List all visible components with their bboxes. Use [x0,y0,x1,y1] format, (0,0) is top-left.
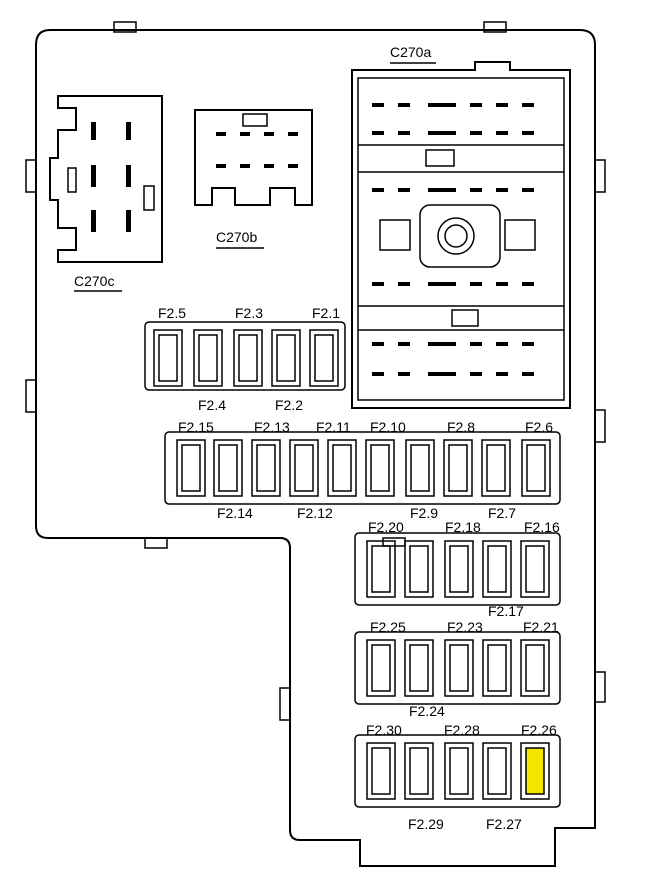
fuse-body-f2-30 [371,747,391,795]
fuse-body-f2-4 [198,334,218,382]
fuse-label-f2-17: F2.17 [488,603,524,619]
fuse-label-f2-18: F2.18 [445,519,481,535]
fuse-body-f2-16 [525,545,545,593]
connector-c270b: C270b [194,109,313,249]
fuse-body-f2-22 [487,644,507,692]
fuse-label-f2-3: F2.3 [235,305,263,321]
fuse-f2-25: F2.25 [366,619,406,697]
fuse-f2-6: F2.6 [521,419,553,497]
fuse-f2-16: F2.16 [520,519,560,598]
fuse-f2-20: F2.20 [366,519,404,598]
fuse-f2-11: F2.11 [316,419,357,497]
fuse-body-f2-24 [409,644,429,692]
fuse-body-f2-17 [487,545,507,593]
connector-c270c: C270c [49,95,163,292]
fuse-f2-28: F2.28 [444,722,480,800]
fuse-body-f2-19 [409,545,429,593]
fuse-body-f2-21 [525,644,545,692]
fuse-body-f2-28 [449,747,469,795]
fuse-f2-9: F2.9 [405,439,438,521]
fuse-body-f2-23 [449,644,469,692]
fuse-body-f2-8 [448,444,468,492]
fuse-body-f2-29 [409,747,429,795]
fuse-label-f2-16: F2.16 [524,519,560,535]
fuse-f2-12: F2.12 [289,439,333,521]
fuse-label-f2-24: F2.24 [409,703,445,719]
fuse-f2-14: F2.14 [213,439,253,521]
fuse-label-f2-1: F2.1 [312,305,340,321]
fuse-label-f2-12: F2.12 [297,505,333,521]
fuse-f2-2: F2.2 [271,329,303,413]
fuse-label-f2-4: F2.4 [198,397,226,413]
fuse-label-f2-26: F2.26 [521,722,557,738]
fuse-body-f2-15 [181,444,201,492]
fuse-body-f2-11 [332,444,352,492]
c270c-label: C270c [74,273,114,289]
fuse-label-f2-9: F2.9 [410,505,438,521]
fuse-label-f2-29: F2.29 [408,816,444,832]
fuse-label-f2-21: F2.21 [523,619,559,635]
connector-c270a: C270a [351,44,571,409]
fuse-body-f2-12 [294,444,314,492]
fuse-f2-1: F2.1 [309,305,340,387]
fuse-label-f2-13: F2.13 [254,419,290,435]
fuse-f2-30: F2.30 [366,722,402,800]
fuse-label-f2-25: F2.25 [370,619,406,635]
fuse-body-f2-14 [218,444,238,492]
fuse-body-f2-2 [276,334,296,382]
fuse-f2-29: F2.29 [404,742,444,832]
fuse-f2-5: F2.5 [153,305,186,387]
fuse-body-f2-1 [314,334,334,382]
fuse-f2-13: F2.13 [251,419,290,497]
highlighted-fuse-f2-26 [525,747,545,795]
fuse-f2-26: F2.26 [520,722,557,800]
fuse-body-f2-9 [410,444,430,492]
fuse-body-f2-18 [449,545,469,593]
fuse-f2-17: F2.17 [482,540,524,619]
fuse-f2-23: F2.23 [444,619,483,697]
fuse-f2-15: F2.15 [176,419,214,497]
fuse-f2-8: F2.8 [443,419,475,497]
fuse-label-f2-23: F2.23 [447,619,483,635]
fuse-label-f2-10: F2.10 [370,419,406,435]
fuse-body-f2-25 [371,644,391,692]
fuse-label-f2-5: F2.5 [158,305,186,321]
fuse-f2-7: F2.7 [481,439,516,521]
fuse-f2-19 [404,540,434,598]
fuse-body-f2-3 [238,334,258,382]
fuse-label-f2-8: F2.8 [447,419,475,435]
fuse-f2-18: F2.18 [444,519,481,598]
fuse-label-f2-20: F2.20 [368,519,404,535]
fuse-label-f2-30: F2.30 [366,722,402,738]
fuse-label-f2-11: F2.11 [316,419,351,435]
fuse-body-f2-27 [487,747,507,795]
c270a-label: C270a [390,44,431,60]
fuse-label-f2-27: F2.27 [486,816,522,832]
fuse-f2-3: F2.3 [233,305,263,387]
fuse-f2-21: F2.21 [520,619,559,697]
fuse-body-f2-6 [526,444,546,492]
fuse-body-f2-5 [158,334,178,382]
fuse-group-frames [144,321,561,808]
fuse-label-f2-7: F2.7 [488,505,516,521]
fuse-f2-10: F2.10 [365,419,406,497]
fuse-f2-22 [482,639,512,697]
fuse-f2-27: F2.27 [482,742,522,832]
c270a-pin-rows [372,103,534,376]
fuse-panel-housing [35,29,596,867]
fuse-label-f2-15: F2.15 [178,419,214,435]
fuse-label-f2-6: F2.6 [525,419,553,435]
fuse-label-f2-2: F2.2 [275,397,303,413]
fuse-f2-24: F2.24 [404,639,445,719]
fuse-body-f2-20 [371,545,391,593]
fuse-body-f2-7 [486,444,506,492]
fuse-label-f2-14: F2.14 [217,505,253,521]
fuse-label-f2-28: F2.28 [444,722,480,738]
fuse-body-f2-10 [370,444,390,492]
fuse-f2-4: F2.4 [193,329,226,413]
c270b-label: C270b [216,229,257,245]
fuse-body-f2-13 [256,444,276,492]
